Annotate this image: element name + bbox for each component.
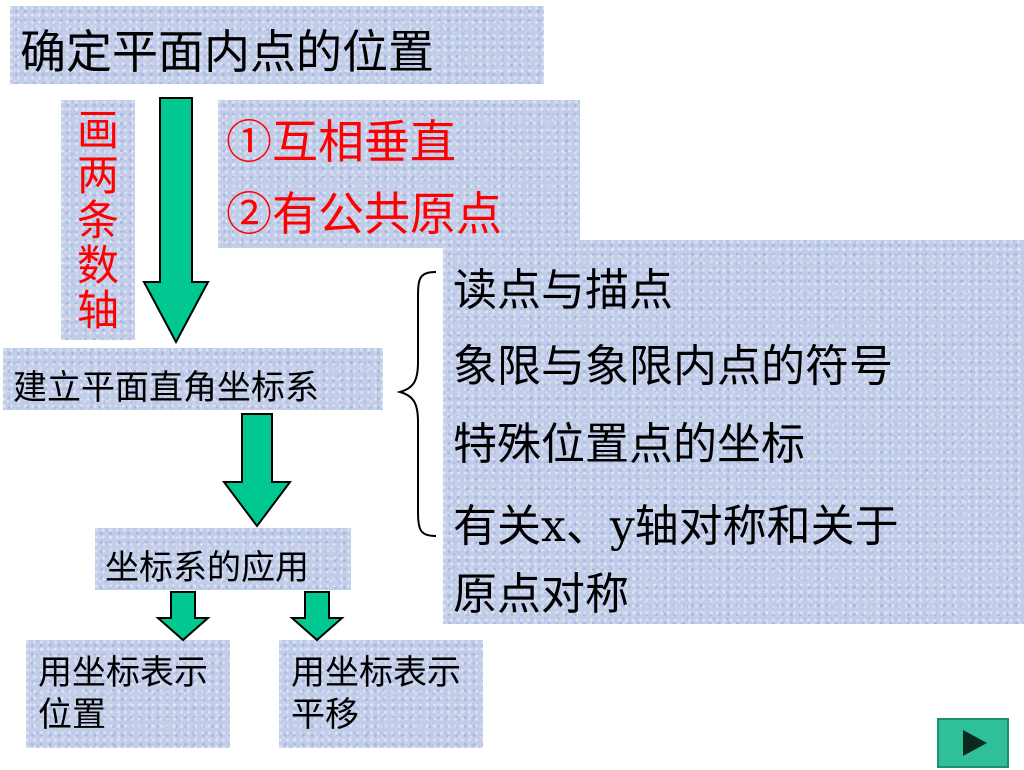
arrow-axes-to-system (142, 97, 210, 345)
application-box: 坐标系的应用 (95, 528, 351, 590)
leaf-translation-label: 用坐标表示平移 (291, 653, 461, 735)
brace (396, 271, 437, 537)
vertical-label-box: 画两条数轴 (61, 100, 135, 340)
condition-common-origin: ②有公共原点 (226, 187, 502, 241)
detail-quadrant-signs: 象限与象限内点的符号 (453, 341, 893, 392)
leaf-translation-box: 用坐标表示平移 (279, 640, 483, 748)
conditions-box: ①互相垂直 ②有公共原点 (218, 100, 580, 248)
detail-origin-symmetry: 原点对称 (453, 569, 629, 620)
leaf-position-box: 用坐标表示位置 (26, 640, 230, 748)
detail-read-plot: 读点与描点 (453, 265, 673, 316)
arrow-system-to-application (222, 413, 292, 528)
vertical-label: 画两条数轴 (76, 106, 119, 335)
leaf-position-label: 用坐标表示位置 (38, 653, 208, 735)
next-slide-button[interactable] (937, 718, 1009, 768)
establish-label: 建立平面直角坐标系 (13, 368, 319, 408)
details-box: 读点与描点 象限与象限内点的符号 特殊位置点的坐标 有关x、y轴对称和关于 原点… (443, 240, 1024, 624)
detail-axis-symmetry: 有关x、y轴对称和关于 (453, 501, 899, 552)
play-arrow-icon (963, 730, 987, 756)
establish-box: 建立平面直角坐标系 (3, 348, 383, 410)
detail-special-points: 特殊位置点的坐标 (453, 419, 805, 470)
page-title: 确定平面内点的位置 (20, 25, 434, 79)
condition-perpendicular: ①互相垂直 (226, 115, 456, 169)
arrow-application-to-translation (289, 591, 345, 642)
application-label: 坐标系的应用 (105, 548, 309, 588)
title-box: 确定平面内点的位置 (10, 6, 544, 84)
arrow-application-to-position (155, 591, 211, 642)
